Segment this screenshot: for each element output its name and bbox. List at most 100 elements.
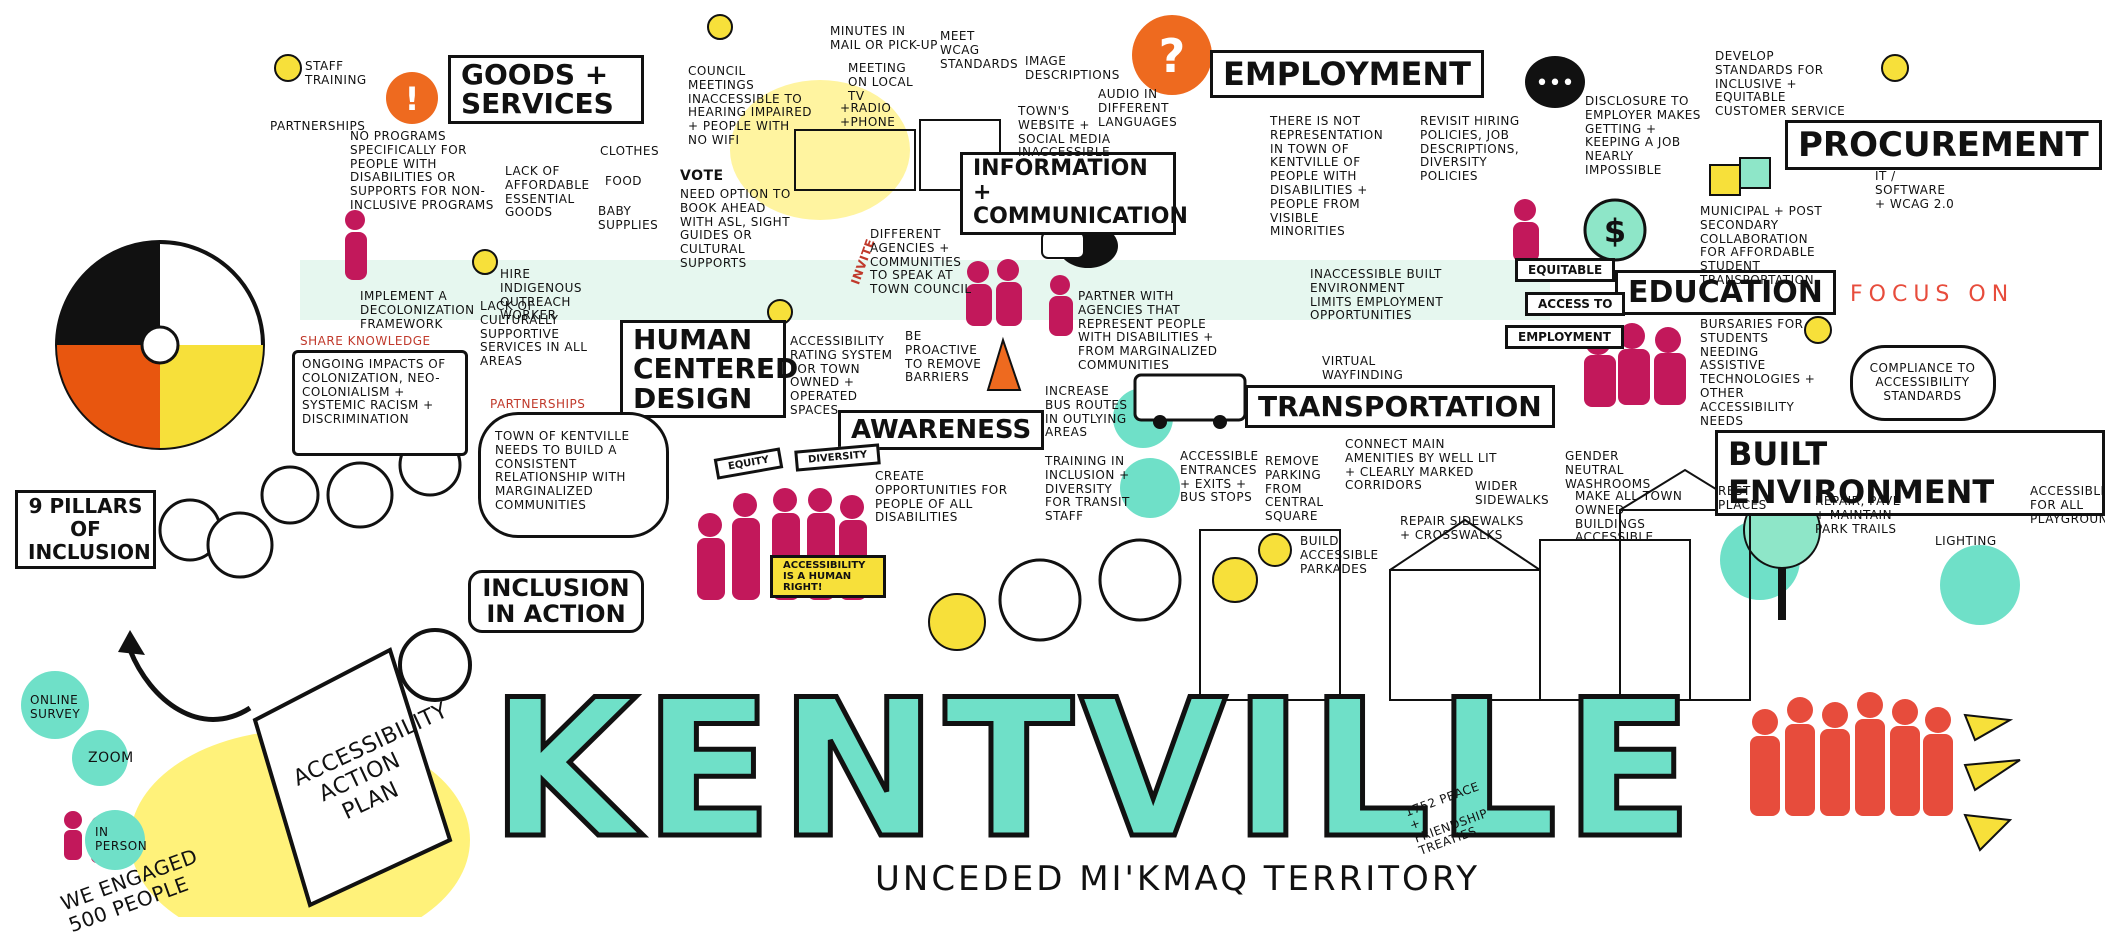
heading-employment: EMPLOYMENT (1210, 50, 1484, 98)
employment-sign: EMPLOYMENT (1505, 325, 1624, 349)
arrow-head (118, 630, 145, 655)
culturally-supportive-note: LACK OF CULTURALLY SUPPORTIVE SERVICES I… (480, 299, 588, 369)
meet-wcag-note: MEET WCAG STANDARDS (940, 29, 1019, 71)
wider-sidewalks-note: WIDER SIDEWALKS (1475, 479, 1550, 507)
speech-bubble-icon: ••• (1525, 56, 1585, 108)
heading-human-centered-design: HUMAN CENTERED DESIGN (620, 320, 798, 419)
heading-nine-pillars: 9 PILLARS OF INCLUSION (15, 490, 156, 569)
rays-decoration (1963, 713, 2021, 852)
it-software-note: IT / SOFTWARE + WCAG 2.0 (1875, 169, 1955, 211)
municipal-note: MUNICIPAL + POST SECONDARY COLLABORATION… (1700, 204, 1823, 287)
make-all-town-note: MAKE ALL TOWN OWNED BUILDINGS ACCESSIBLE (1575, 489, 1683, 545)
build-parkades-note: BUILD ACCESSIBLE PARKADES (1300, 534, 1379, 576)
lack-affordable-note: LACK OF AFFORDABLE ESSENTIAL GOODS (505, 164, 590, 220)
develop-standards-note: DEVELOP STANDARDS FOR INCLUSIVE + EQUITA… (1715, 49, 1846, 119)
no-representation-note: THERE IS NOT REPRESENTATION IN TOWN OF K… (1270, 114, 1384, 239)
training-inclusion-note: TRAINING IN INCLUSION + DIVERSITY FOR TR… (1045, 454, 1130, 524)
grass-band (300, 260, 1550, 320)
gender-neutral-note: GENDER NEUTRAL WASHROOMS (1565, 449, 1651, 491)
crowd-illustration (1750, 692, 1953, 816)
colonization-box (292, 350, 468, 456)
equitable-sign: EQUITABLE (1515, 258, 1616, 282)
heading-inclusion-in-action: INCLUSION IN ACTION (468, 570, 644, 633)
human-right-sign: ACCESSIBILITY IS A HUMAN RIGHT! (770, 555, 886, 598)
compliance-bubble (1850, 345, 1996, 421)
increase-bus-note: INCREASE BUS ROUTES IN OUTLYING AREAS (1045, 384, 1128, 440)
online-survey-label: ONLINE SURVEY (30, 693, 81, 721)
partnerships-note: PARTNERSHIPS (270, 119, 366, 133)
meeting-tv-note: MEETING ON LOCAL TV (848, 61, 914, 103)
council-meetings-note: COUNCIL MEETINGS INACCESSIBLE TO HEARING… (688, 64, 813, 147)
share-knowledge-label: SHARE KNOWLEDGE (300, 334, 431, 348)
heading-education: EDUCATION (1615, 270, 1836, 315)
svg-text:?: ? (1159, 29, 1186, 83)
zoom-label: ZOOM (88, 750, 134, 766)
relationship-bubble (478, 412, 669, 538)
relationship-note: TOWN OF KENTVILLE NEEDS TO BUILD A CONSI… (495, 429, 630, 512)
in-person-label: IN PERSON (95, 825, 148, 853)
wheelchair-wheel-icon (398, 628, 472, 702)
decolonization-note: IMPLEMENT A DECOLONIZATION FRAMEWORK (360, 289, 475, 331)
question-icon: ? (1132, 15, 1212, 95)
faces-illustration (158, 433, 1182, 642)
lighting-note: LIGHTING (1935, 534, 1997, 548)
create-opps-note: CREATE OPPORTUNITIES FOR PEOPLE OF ALL D… (875, 469, 1008, 525)
radio-phone-note: +RADIO +PHONE (840, 101, 896, 129)
no-programs-note: NO PROGRAMS SPECIFICALLY FOR PEOPLE WITH… (350, 129, 494, 212)
staff-training-note: STAFF TRAINING (305, 59, 367, 87)
colonization-note: ONGOING IMPACTS OF COLONIZATION, NEO-COL… (302, 357, 446, 427)
sun-glow (730, 80, 910, 220)
territory-subtitle: UNCEDED MI'KMAQ TERRITORY (875, 859, 1481, 899)
focus-on-label: FOCUS ON (1850, 282, 2015, 307)
baby-supplies-note: BABY SUPPLIES (598, 204, 659, 232)
town-website-note: TOWN'S WEBSITE + SOCIAL MEDIA INACCESSIB… (1018, 104, 1111, 160)
puzzle-icon (1709, 157, 1771, 196)
indigenous-worker-note: HIRE INDIGENOUS OUTREACH WORKER (500, 267, 582, 323)
accessible-entrances-note: ACCESSIBLE ENTRANCES + EXITS + BUS STOPS (1180, 449, 1259, 505)
food-note: FOOD (605, 174, 643, 188)
heading-procurement: PROCUREMENT (1785, 120, 2102, 170)
heading-built-environment: BUILT ENVIRONMENT (1715, 430, 2105, 516)
different-agencies-note: DIFFERENT AGENCIES + COMMUNITIES TO SPEA… (870, 227, 972, 297)
repair-sidewalks-note: REPAIR SIDEWALKS + CROSSWALKS (1400, 514, 1524, 542)
audio-lang-note: AUDIO IN DIFFERENT LANGUAGES (1098, 87, 1178, 129)
dollar-icon: $ (1583, 198, 1647, 262)
repair-trails-note: REPAIR, PAVE + MAINTAIN PARK TRAILS (1815, 494, 1901, 536)
heading-transportation: TRANSPORTATION (1245, 385, 1555, 428)
remove-parking-note: REMOVE PARKING FROM CENTRAL SQUARE (1265, 454, 1324, 524)
inaccessible-built-note: INACCESSIBLE BUILT ENVIRONMENT LIMITS EM… (1310, 267, 1444, 323)
lightbulb-icons (274, 14, 1909, 651)
medicine-wheel-icon (55, 240, 265, 450)
arrow-line (127, 649, 252, 722)
graphic-recording-canvas: ! ? ••• $ (15, 14, 2105, 937)
vote-note: NEED OPTION TO BOOK AHEAD WITH ASL, SIGH… (680, 187, 791, 270)
traffic-cone-icon (986, 336, 1022, 391)
virtual-wayfinding-note: VIRTUAL WAYFINDING (1322, 354, 1404, 382)
heading-goods-services: GOODS + SERVICES (448, 55, 644, 124)
svg-text:!: ! (405, 80, 420, 118)
disclosure-note: DISCLOSURE TO EMPLOYER MAKES GETTING + K… (1585, 94, 1701, 177)
rest-places-note: REST PLACES (1718, 484, 1767, 512)
access-to-sign: ACCESS TO (1525, 292, 1626, 316)
connect-amenities-note: CONNECT MAIN AMENITIES BY WELL LIT + CLE… (1345, 437, 1497, 493)
heading-awareness: AWARENESS (838, 410, 1045, 450)
exclamation-icon: ! (386, 72, 438, 124)
svg-text:$: $ (1604, 212, 1626, 250)
clothes-note: CLOTHES (600, 144, 660, 158)
image-desc-note: IMAGE DESCRIPTIONS (1025, 54, 1120, 82)
accessibility-rating-note: ACCESSIBILITY RATING SYSTEM FOR TOWN OWN… (790, 334, 893, 417)
bus-icon (1133, 373, 1247, 429)
heading-information-communication: INFORMATION + COMMUNICATION (960, 152, 1188, 235)
svg-text:•••: ••• (1536, 71, 1575, 96)
vote-label: VOTE (680, 168, 724, 184)
proactive-note: BE PROACTIVE TO REMOVE BARRIERS (905, 329, 982, 385)
chat-bubble-icon (1041, 224, 1118, 268)
bursaries-note: BURSARIES FOR STUDENTS NEEDING ASSISTIVE… (1700, 317, 1816, 428)
accessible-playgrounds-note: ACCESSIBLE FOR ALL PLAYGROUNDS (2030, 484, 2105, 526)
action-plan-book (252, 647, 453, 908)
partner-agencies-note: PARTNER WITH AGENCIES THAT REPRESENT PEO… (1078, 289, 1218, 372)
revisit-hiring-note: REVISIT HIRING POLICIES, JOB DESCRIPTION… (1420, 114, 1520, 184)
compliance-note: COMPLIANCE TO ACCESSIBILITY STANDARDS (1869, 361, 1976, 403)
minutes-note: MINUTES IN MAIL OR PICK-UP (830, 24, 938, 52)
kentville-title: KENTVILLE (487, 659, 1700, 880)
